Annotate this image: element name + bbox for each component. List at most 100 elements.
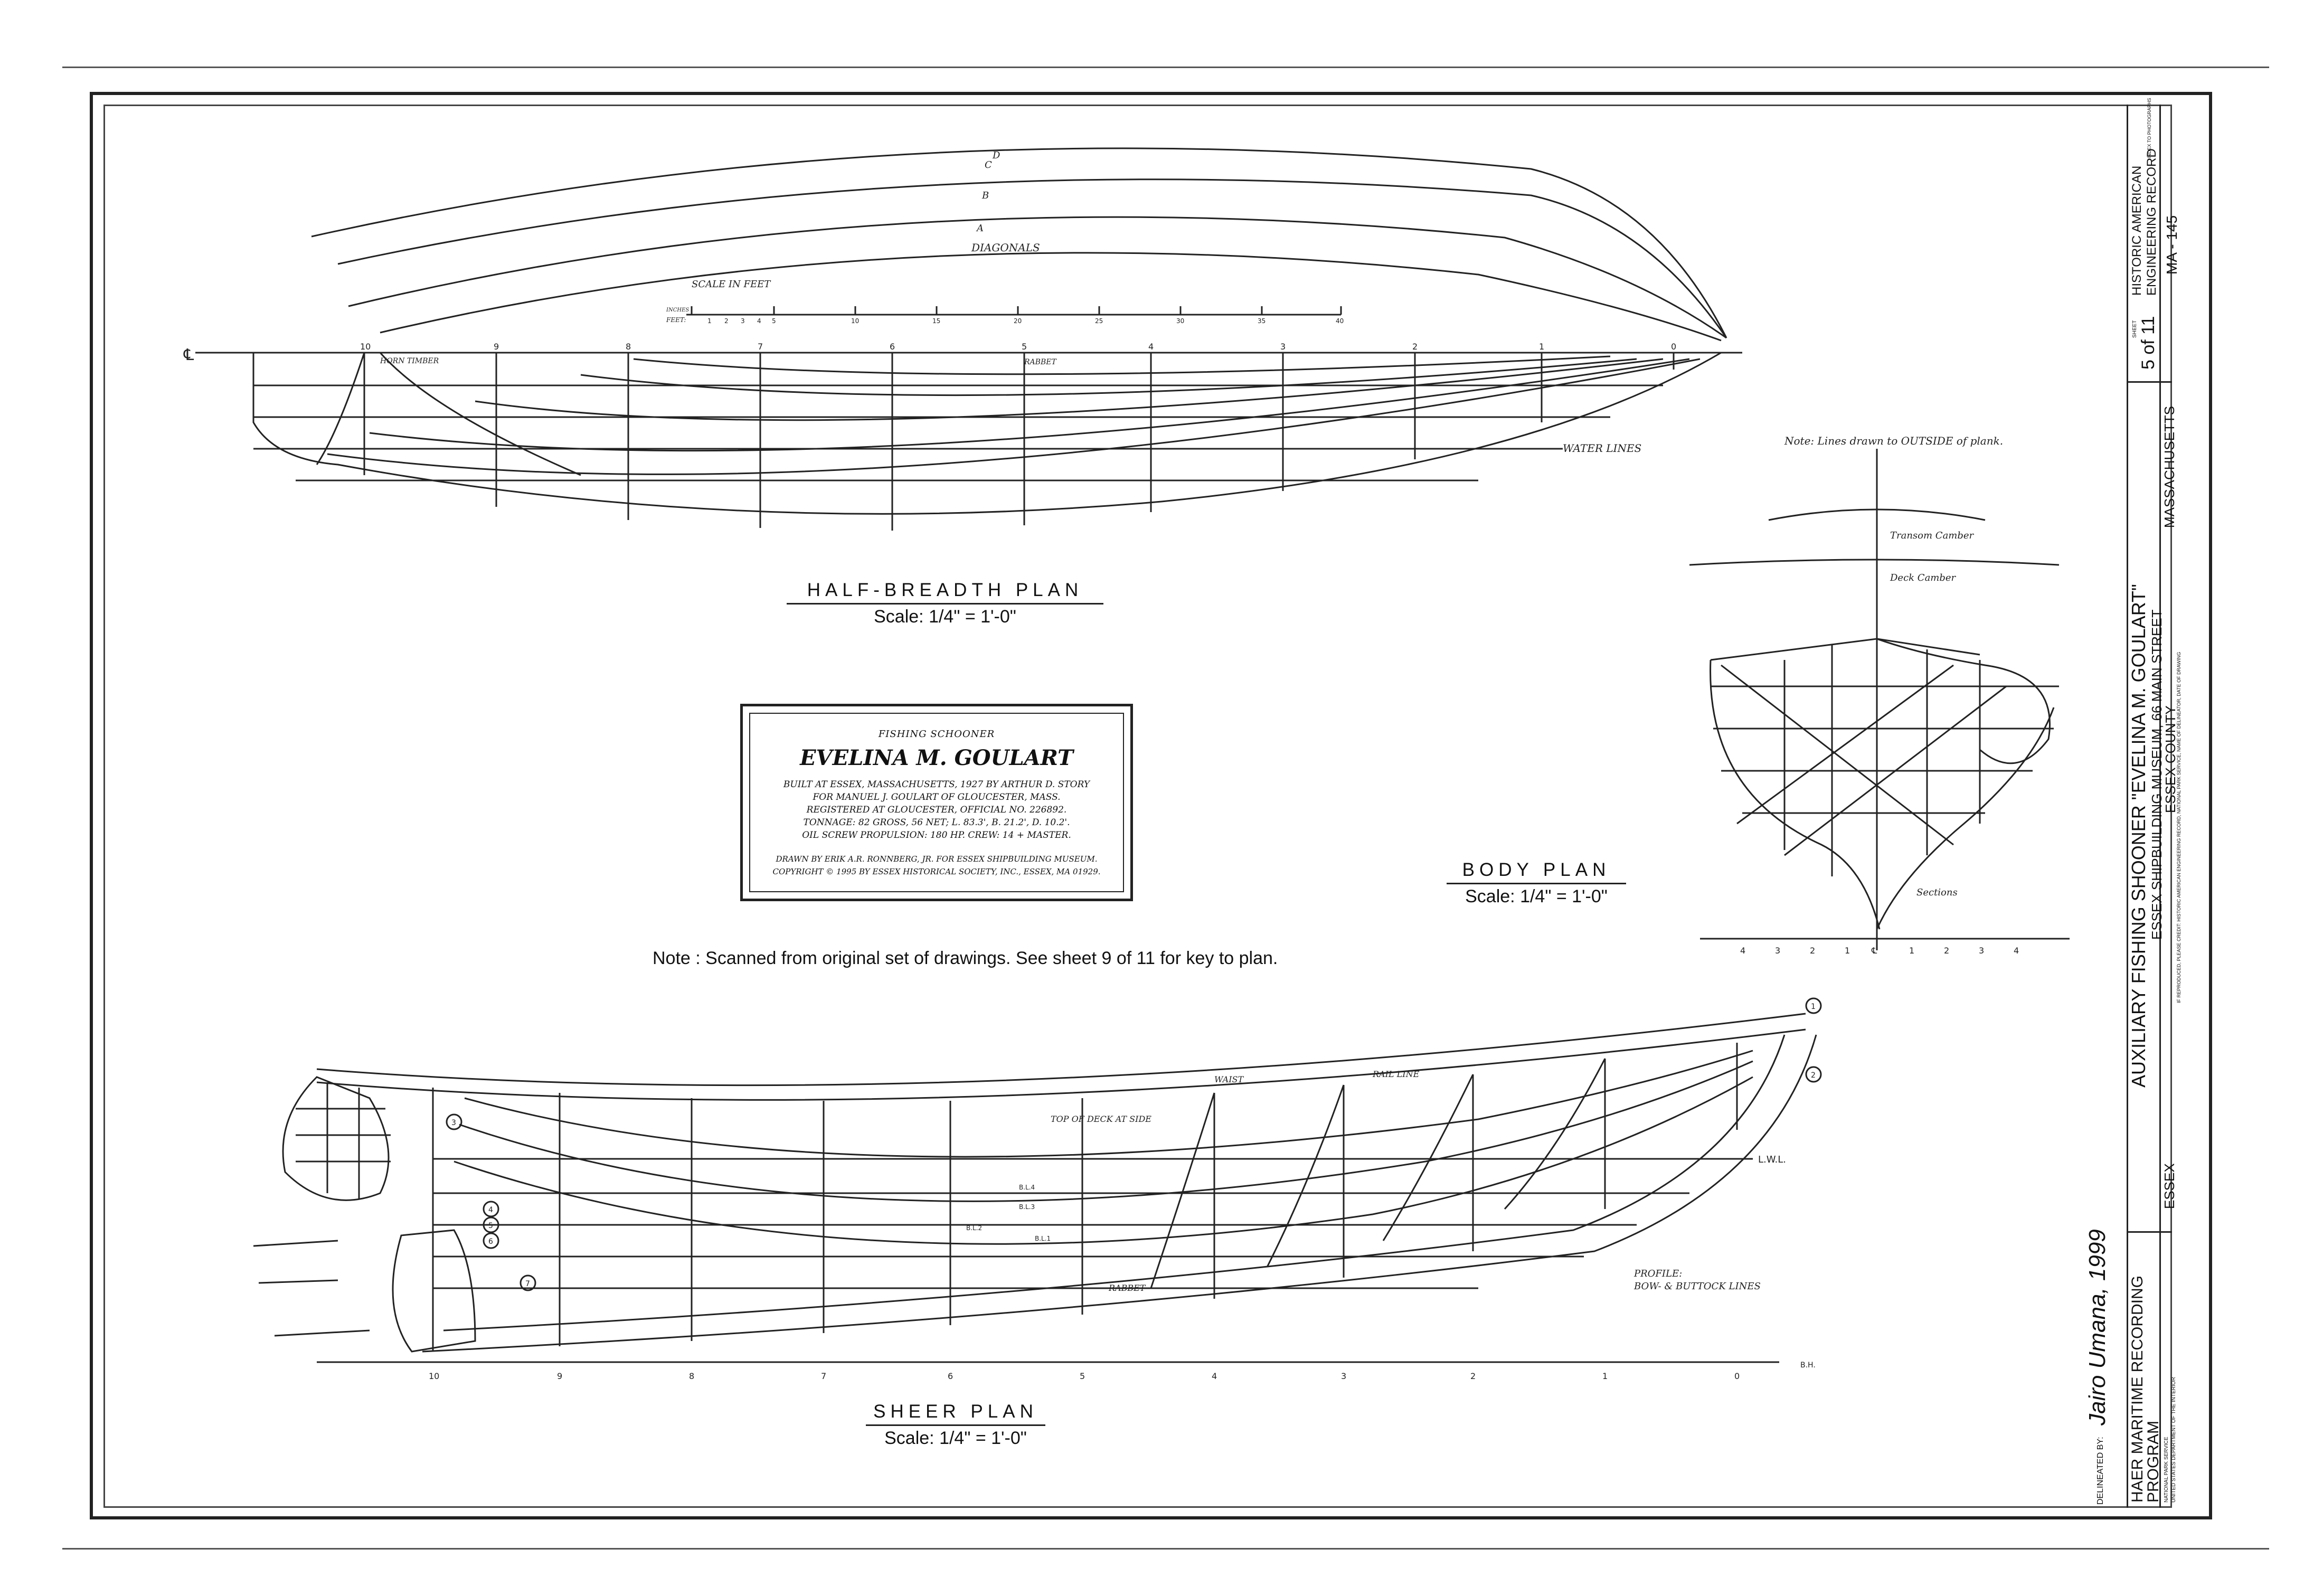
sheer-plan-title: SHEER PLAN <box>866 1401 1045 1426</box>
drawing-main-title: AUXILIARY FISHING SHOONER "EVELINA M. GO… <box>2128 584 2149 1088</box>
body-tick: 3 <box>1775 946 1780 956</box>
title-block-divider-2 <box>2159 105 2161 1508</box>
station-number: 1 <box>1539 342 1544 352</box>
body-tick: 3 <box>1979 946 1984 956</box>
agency-line-1: NATIONAL PARK SERVICE <box>2164 1437 2169 1503</box>
half-breadth-scale: Scale: 1/4" = 1'-0" <box>874 607 1016 627</box>
bl-label: B.L.1 <box>1035 1235 1051 1242</box>
body-tick: 1 <box>1845 946 1850 956</box>
deck-camber-label: Deck Camber <box>1890 572 1957 583</box>
scale-tick: 3 <box>741 317 745 325</box>
station-number: 9 <box>494 342 499 352</box>
rabbet-label-sheer: RABBET <box>1108 1283 1146 1293</box>
station-number: 5 <box>1022 342 1027 352</box>
body-plan-note: Note: Lines drawn to OUTSIDE of plank. <box>1784 435 2003 447</box>
diagonal-a-label: A <box>976 223 984 234</box>
station-number: 4 <box>1212 1371 1217 1381</box>
sheer-stations: 10 9 8 7 6 5 4 3 2 1 0 <box>429 1371 1740 1381</box>
station-number: 7 <box>821 1371 826 1381</box>
cartouche-propulsion: OIL SCREW PROPULSION: 180 HP. CREW: 14 +… <box>802 830 1071 841</box>
cartouche-tonnage: TONNAGE: 82 GROSS, 56 NET; L. 83.3', B. … <box>803 817 1070 828</box>
circled-number: 7 <box>525 1280 530 1288</box>
bh-label: B.H. <box>1800 1361 1816 1370</box>
transom-camber-label: Transom Camber <box>1890 530 1975 541</box>
circled-number: 3 <box>451 1119 456 1127</box>
bottom-rule <box>62 1548 2269 1550</box>
drawing-town: ESSEX <box>2161 1163 2177 1209</box>
body-plan-bottom-ticks: 4 3 2 1 ℄ 1 2 3 4 <box>1740 946 2019 956</box>
scale-tick: 20 <box>1014 317 1022 325</box>
scale-bar-ticks: 1 2 3 4 5 10 15 20 25 30 35 40 <box>707 317 1344 325</box>
half-breadth-title-block: HALF-BREADTH PLAN Scale: 1/4" = 1'-0" <box>787 580 1103 627</box>
circled-number: 6 <box>488 1238 493 1246</box>
body-tick: ℄ <box>1871 946 1877 956</box>
bl-label: B.L.3 <box>1019 1203 1035 1211</box>
cartouche-copyright: COPYRIGHT © 1995 BY ESSEX HISTORICAL SOC… <box>772 867 1101 876</box>
station-number: 2 <box>1470 1371 1476 1381</box>
circled-number: 4 <box>488 1206 493 1214</box>
reproduction-credit: IF REPRODUCED, PLEASE CREDIT: HISTORIC A… <box>2176 651 2182 1003</box>
rabbet-label-half-breadth: RABBET <box>1024 358 1057 366</box>
sections-label: Sections <box>1916 887 1958 898</box>
scale-tick: 30 <box>1176 317 1184 325</box>
scale-tick: 35 <box>1258 317 1266 325</box>
station-number: 6 <box>948 1371 953 1381</box>
body-tick: 4 <box>2014 946 2019 956</box>
body-tick: 2 <box>1944 946 1949 956</box>
title-block-divider <box>2127 105 2128 1508</box>
cartouche-vessel-name: EVELINA M. GOULART <box>800 745 1073 770</box>
body-tick: 1 <box>1909 946 1914 956</box>
station-number: 3 <box>1280 342 1286 352</box>
title-block-rule <box>2127 1231 2172 1233</box>
sheer-plan-drawing <box>253 997 1822 1363</box>
bl-label: B.L.2 <box>966 1224 982 1232</box>
delineator-name: Jairo Umana, 1999 <box>2084 1229 2110 1425</box>
body-tick: 4 <box>1740 946 1745 956</box>
sheet-number: 5 of 11 <box>2138 316 2158 370</box>
station-number: 10 <box>429 1371 439 1381</box>
circled-number: 5 <box>488 1222 493 1230</box>
water-lines-label: WATER LINES <box>1563 442 1641 455</box>
station-number: 10 <box>360 342 371 352</box>
station-number: 8 <box>689 1371 694 1381</box>
scale-tick: 5 <box>772 317 776 325</box>
station-number: 4 <box>1148 342 1154 352</box>
delineated-by-label: DELINEATED BY: <box>2096 1437 2105 1505</box>
scale-bar-inches: INCHES <box>666 307 689 313</box>
body-plan-title-block: BODY PLAN Scale: 1/4" = 1'-0" <box>1447 860 1626 907</box>
station-number: 7 <box>758 342 763 352</box>
sheet-label: SHEET <box>2132 320 2138 338</box>
cartouche-registered: REGISTERED AT GLOUCESTER, OFFICIAL NO. 2… <box>806 805 1067 815</box>
record-line-2: ENGINEERING RECORD <box>2145 148 2159 296</box>
half-breadth-title: HALF-BREADTH PLAN <box>787 580 1103 605</box>
body-plan-drawing <box>1689 449 2070 950</box>
cartouche-type: FISHING SCHOONER <box>878 729 995 740</box>
station-number: 0 <box>1671 342 1676 352</box>
top-of-deck-label: TOP OF DECK AT SIDE <box>1051 1114 1151 1124</box>
record-line-1: HISTORIC AMERICAN <box>2130 165 2144 296</box>
rail-line-label: RAIL LINE <box>1372 1069 1420 1079</box>
circled-number: 1 <box>1811 1003 1816 1011</box>
index-to-photographs: INDEX TO PHOTOGRAPHS <box>2147 98 2152 158</box>
scale-tick: 4 <box>757 317 761 325</box>
station-number: 6 <box>890 342 895 352</box>
body-tick: 2 <box>1810 946 1815 956</box>
sheet-frame-inner <box>103 105 2172 1508</box>
cartouche-drawn-by: DRAWN BY ERIK A.R. RONNBERG, JR. FOR ESS… <box>776 854 1098 864</box>
vessel-cartouche: FISHING SCHOONER EVELINA M. GOULART BUIL… <box>740 704 1133 901</box>
cartouche-built: BUILT AT ESSEX, MASSACHUSETTS, 1927 BY A… <box>783 779 1090 790</box>
diagonals-label: DIAGONALS <box>971 241 1040 254</box>
profile-sub-label: BOW- & BUTTOCK LINES <box>1633 1281 1761 1292</box>
station-number: 0 <box>1734 1371 1740 1381</box>
scale-bar-label: SCALE IN FEET <box>692 279 771 290</box>
centerline-mark: ℄ <box>183 346 194 364</box>
sheer-plan-title-block: SHEER PLAN Scale: 1/4" = 1'-0" <box>866 1401 1045 1449</box>
cartouche-owner: FOR MANUEL J. GOULART OF GLOUCESTER, MAS… <box>813 792 1061 802</box>
body-plan-scale: Scale: 1/4" = 1'-0" <box>1465 886 1608 906</box>
sheer-plan-scale: Scale: 1/4" = 1'-0" <box>884 1428 1027 1448</box>
station-number: 2 <box>1412 342 1418 352</box>
record-number: MA - 145 <box>2164 215 2180 275</box>
scale-tick: 2 <box>724 317 729 325</box>
top-rule <box>62 67 2269 68</box>
